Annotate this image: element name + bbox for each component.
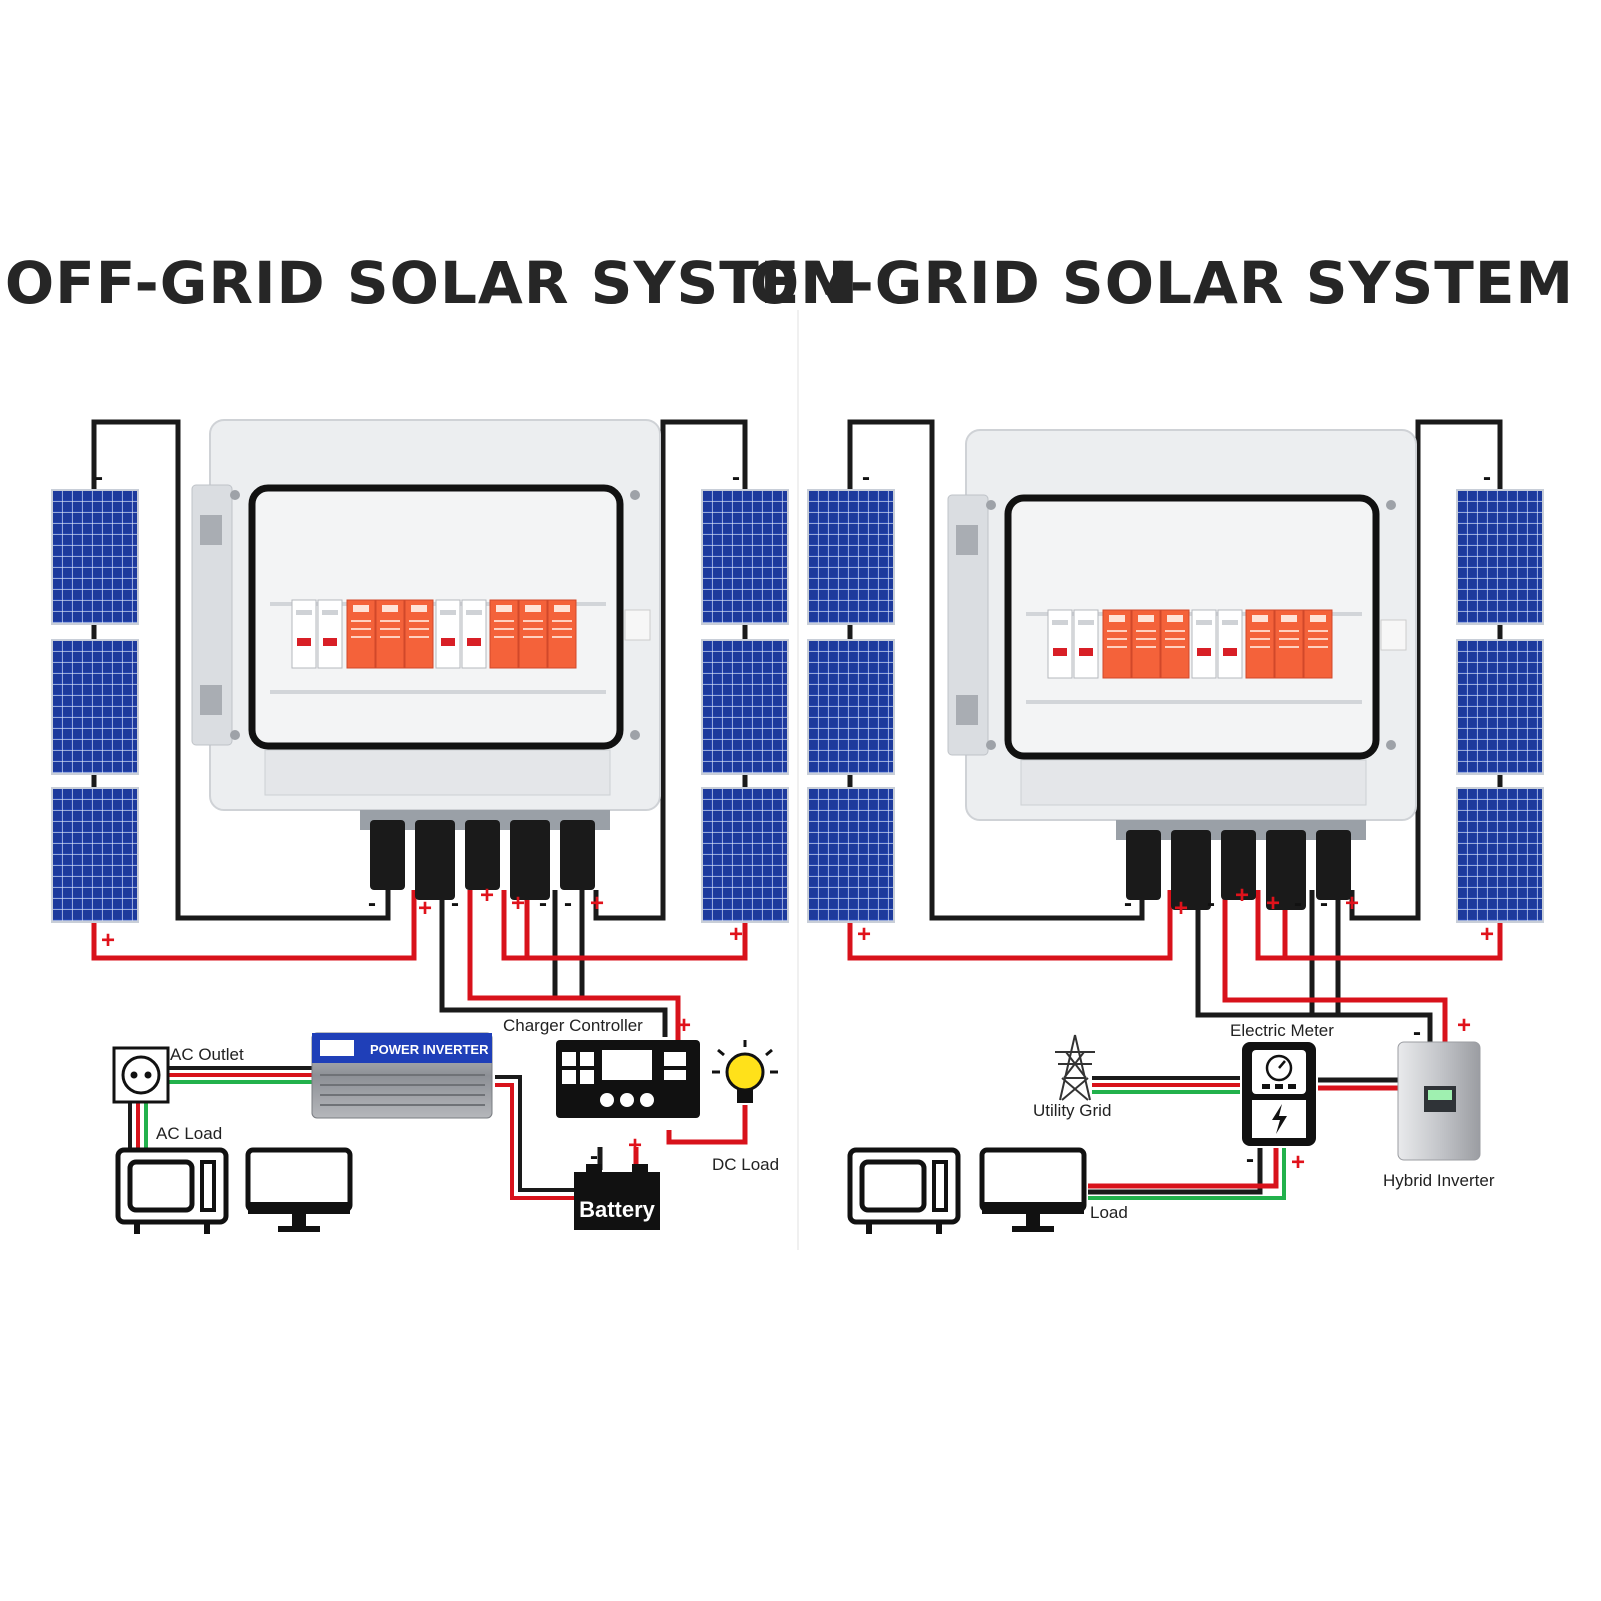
combiner-box-icon [948, 430, 1416, 910]
svg-text:+: + [101, 927, 115, 954]
combiner-box-icon [192, 420, 660, 900]
positive-wires [91, 890, 748, 1170]
svg-text:-: - [862, 464, 870, 491]
svg-text:+: + [511, 890, 525, 917]
solar-panel-icon [1456, 489, 1544, 923]
charger-controller-label: Charger Controller [503, 1016, 643, 1035]
battery-label: Battery [579, 1197, 656, 1222]
svg-text:+: + [677, 1012, 691, 1039]
svg-text:-: - [1413, 1019, 1421, 1046]
microwave-icon [850, 1150, 958, 1234]
svg-text:-: - [1246, 1146, 1254, 1173]
svg-text:+: + [1291, 1149, 1305, 1176]
load-label: Load [1090, 1203, 1128, 1222]
svg-text:-: - [590, 1143, 598, 1170]
microwave-icon [118, 1150, 226, 1234]
svg-text:+: + [1345, 890, 1359, 917]
svg-text:-: - [564, 890, 572, 917]
svg-text:-: - [1483, 464, 1491, 491]
monitor-icon [982, 1150, 1084, 1232]
charge-controller-icon [556, 1040, 700, 1118]
svg-text:-: - [95, 464, 103, 491]
svg-text:+: + [1457, 1012, 1471, 1039]
svg-text:+: + [418, 895, 432, 922]
svg-text:+: + [628, 1132, 642, 1159]
svg-text:+: + [857, 921, 871, 948]
battery-icon: Battery [574, 1164, 660, 1230]
hybrid-inverter-label: Hybrid Inverter [1383, 1171, 1495, 1190]
svg-text:-: - [1124, 890, 1132, 917]
svg-text:+: + [1235, 882, 1249, 909]
negative-wires [91, 419, 748, 1170]
outlet-icon [112, 1046, 170, 1104]
meter-icon [1242, 1042, 1316, 1146]
polarity-marks: - + - + - + - + + - - + - + - + [857, 464, 1494, 1176]
svg-text:+: + [1266, 890, 1280, 917]
on-grid-title: ON-GRID SOLAR SYSTEM [750, 249, 1574, 317]
svg-text:+: + [1480, 921, 1494, 948]
monitor-icon [248, 1150, 350, 1232]
hybrid-inverter-icon [1397, 1041, 1481, 1161]
svg-text:-: - [368, 890, 376, 917]
svg-text:-: - [1294, 890, 1302, 917]
inverter-label: POWER INVERTER [370, 1042, 489, 1057]
off-grid-title: OFF-GRID SOLAR SYSTEM [5, 249, 859, 317]
svg-text:+: + [590, 890, 604, 917]
ac-outlet-label: AC Outlet [170, 1045, 244, 1064]
negative-wires [847, 419, 1503, 1195]
solar-panel-icon [807, 489, 895, 923]
svg-text:+: + [1174, 895, 1188, 922]
ac-wires [128, 1066, 312, 1150]
dc-load-label: DC Load [712, 1155, 779, 1174]
svg-text:-: - [1320, 890, 1328, 917]
ac-wires [1088, 1076, 1286, 1200]
polarity-marks: - + - + - + - + + - - + + - + [95, 464, 743, 1170]
svg-text:-: - [539, 890, 547, 917]
inverter-icon: POWER INVERTER [311, 1032, 493, 1119]
on-grid-section: - + - + - + - + + - - + - + - + Utility … [807, 419, 1544, 1234]
tower-icon [1055, 1034, 1095, 1101]
off-grid-section: - + - + - + - + + - - + + - + AC Outlet [51, 419, 789, 1234]
solar-panel-icon [51, 489, 139, 923]
svg-text:-: - [732, 464, 740, 491]
utility-grid-label: Utility Grid [1033, 1101, 1111, 1120]
dc-battery-wires [495, 1075, 576, 1200]
ac-load-label: AC Load [156, 1124, 222, 1143]
electric-meter-label: Electric Meter [1230, 1021, 1334, 1040]
svg-text:-: - [1207, 890, 1215, 917]
svg-text:+: + [480, 882, 494, 909]
svg-text:-: - [451, 890, 459, 917]
bulb-icon [712, 1040, 778, 1103]
svg-text:+: + [729, 921, 743, 948]
solar-panel-icon [701, 489, 789, 923]
